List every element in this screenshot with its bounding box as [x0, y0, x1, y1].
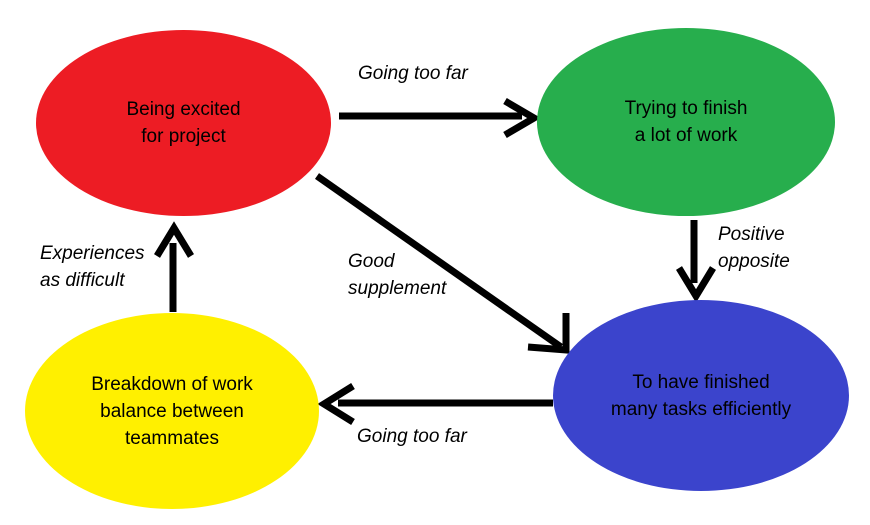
edge-excited-to-finished: [314, 173, 570, 354]
edge-breakdown-to-excited: [154, 221, 194, 312]
edge-excited-to-trying: [339, 97, 541, 139]
arrowhead-right: [503, 97, 541, 139]
edge-label-excited-to-trying: Going too far: [358, 63, 468, 84]
node-breakdown-of-work-balance-between-teammates[interactable]: Breakdown of work balance between teamma…: [25, 313, 319, 509]
edge-label-trying-to-finished: Positive opposite: [718, 224, 790, 272]
node-trying-to-finish-a-lot-of-work[interactable]: Trying to finish a lot of work: [537, 28, 835, 216]
node-label: Being excited for project: [126, 99, 241, 147]
node-label: Breakdown of work balance between teamma…: [91, 373, 253, 449]
arrowhead-diagonal: [527, 313, 570, 354]
edge-finished-to-breakdown: [317, 383, 553, 425]
edge-label-finished-to-breakdown: Going too far: [357, 426, 467, 447]
edge-label-excited-to-finished: Good supplement: [348, 251, 447, 299]
arrowhead-up: [154, 221, 194, 258]
arrowhead-left: [317, 383, 355, 425]
edge-line: [314, 173, 564, 350]
node-label: Trying to finish a lot of work: [624, 98, 748, 146]
edge-trying-to-finished: [676, 220, 716, 303]
edge-label-breakdown-to-excited: Experiences as difficult: [40, 243, 145, 291]
node-to-have-finished-many-tasks-efficiently[interactable]: To have finished many tasks efficiently: [553, 300, 849, 491]
node-being-excited-for-project[interactable]: Being excited for project: [36, 30, 331, 216]
node-label: To have finished many tasks efficiently: [610, 371, 792, 420]
arrowhead-down: [676, 266, 716, 303]
